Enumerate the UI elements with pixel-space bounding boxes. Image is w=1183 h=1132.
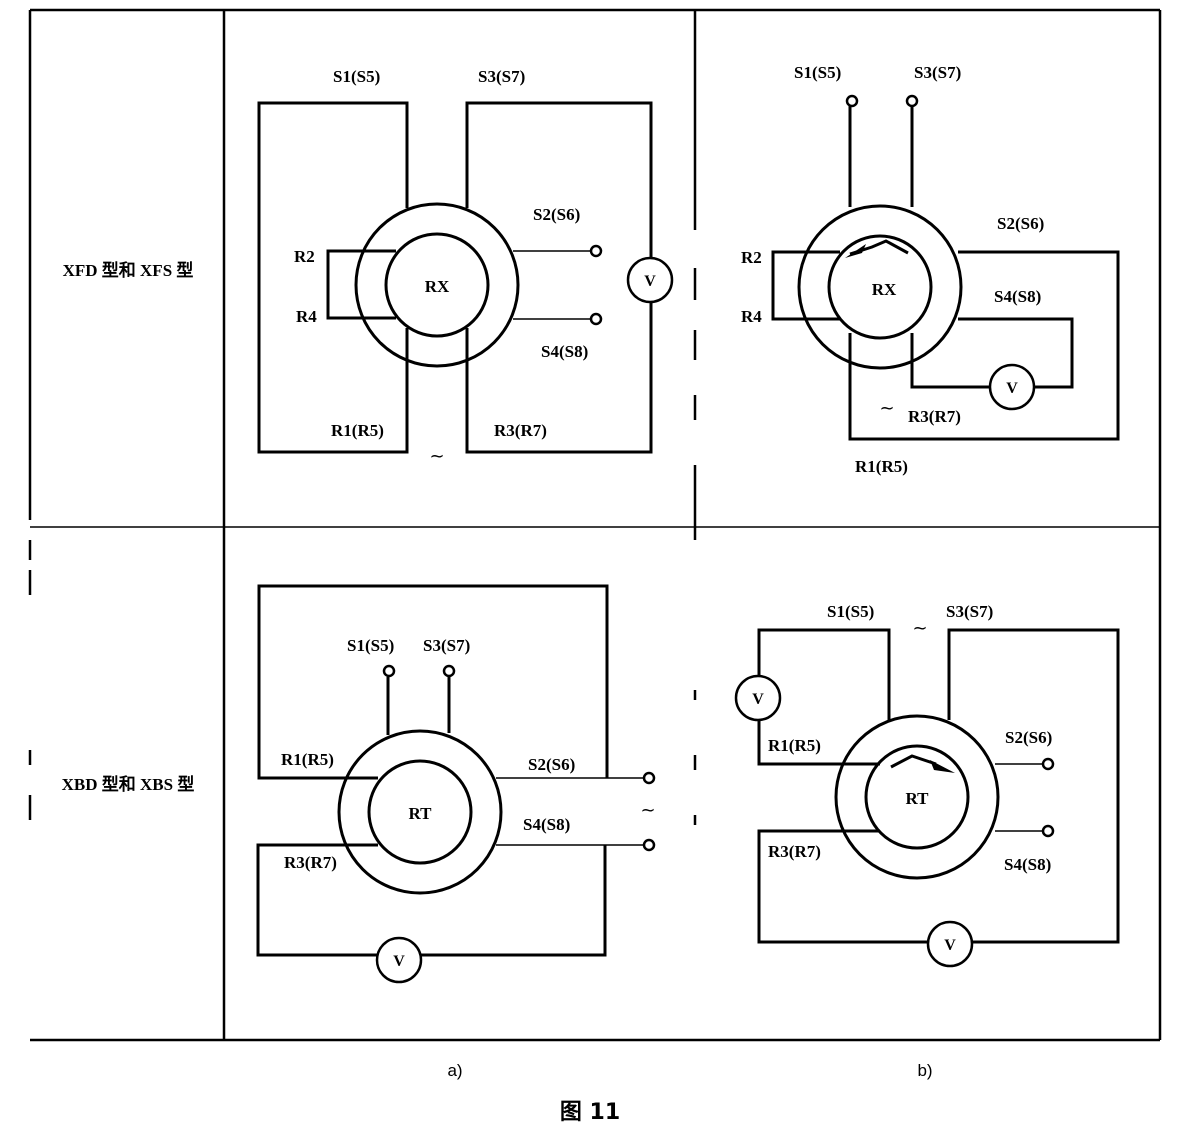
voltmeter-left [734, 674, 782, 722]
rotor-circle [827, 234, 933, 340]
label-s2: S2(S6) [533, 205, 580, 224]
label-s1: S1(S5) [794, 63, 841, 82]
terminal-s4 [1041, 824, 1055, 838]
terminal-s2 [589, 244, 603, 258]
wire-r2-r4-short [771, 250, 840, 321]
label-r3: R3(R7) [284, 853, 337, 872]
panel-top-b: RX V S1(S5) S3(S7) S2(S6) S4(S8) R2 R4 R… [741, 63, 1120, 476]
wire-meter-to-r3 [757, 829, 928, 944]
voltmeter [988, 363, 1036, 411]
rotor-circle [864, 744, 970, 850]
wire-meter-to-r3 [910, 333, 990, 389]
panel-bottom-a: RT V ~ S1(S5) S3(S7) S2(S6) S4(S8) R1(R5… [256, 584, 656, 984]
label-r2: R2 [294, 247, 315, 266]
wire-s3-to-meter [465, 101, 653, 258]
voltmeter-label: V [393, 953, 405, 970]
label-r1: R1(R5) [768, 736, 821, 755]
wire-s4-to-meter [958, 317, 1074, 389]
voltmeter-label: V [1006, 380, 1018, 397]
terminal-s4 [589, 312, 603, 326]
label-s4: S4(S8) [994, 287, 1041, 306]
terminal-s1 [845, 94, 859, 108]
label-s2: S2(S6) [528, 755, 575, 774]
figure-title: 图 11 [560, 1100, 620, 1125]
wire-meter-to-r1 [757, 720, 880, 766]
wire-r3-to-meter [256, 843, 378, 957]
label-r3: R3(R7) [768, 842, 821, 861]
voltmeter [626, 256, 674, 304]
terminal-s3 [905, 94, 919, 108]
rotor-label: RX [425, 277, 450, 296]
voltmeter-left-label: V [752, 691, 764, 708]
label-s3: S3(S7) [914, 63, 961, 82]
caption-b: b) [917, 1061, 932, 1080]
rotor-circle [384, 232, 490, 338]
label-s3: S3(S7) [423, 636, 470, 655]
rotor-label: RT [408, 804, 432, 823]
rotation-arrowhead-icon [930, 760, 955, 773]
label-s1: S1(S5) [347, 636, 394, 655]
rotor-circle [367, 759, 473, 865]
voltmeter [375, 936, 423, 984]
panel-top-a: RX V S1(S5) S3(S7) S2(S6) S4(S8) R2 R4 R… [257, 67, 674, 467]
caption-a: a) [447, 1061, 462, 1080]
rotor-label: RX [872, 280, 897, 299]
terminal-s2 [642, 771, 656, 785]
rotation-arrow [890, 754, 937, 769]
panel-bottom-b: RT V V ~ S1(S5) S3(S7) S2(S6) S4(S8) R1(… [734, 602, 1120, 968]
voltmeter-bottom [926, 920, 974, 968]
label-r4: R4 [741, 307, 762, 326]
wire-meter-to-r3 [465, 302, 653, 454]
terminal-s2 [1041, 757, 1055, 771]
label-s1: S1(S5) [333, 67, 380, 86]
stator-circle [337, 729, 503, 895]
label-s1: S1(S5) [827, 602, 874, 621]
terminal-s3 [442, 664, 456, 678]
label-r1: R1(R5) [331, 421, 384, 440]
label-s4: S4(S8) [541, 342, 588, 361]
stator-circle [797, 204, 963, 370]
rotation-arrowhead-icon [845, 244, 866, 258]
wire-s2-r1-loop [848, 250, 1120, 441]
wire-s1-to-meter [757, 628, 891, 720]
wire-s3-to-meter [947, 628, 1120, 944]
wire-meter-to-s4 [421, 845, 607, 957]
label-s3: S3(S7) [946, 602, 993, 621]
label-r1: R1(R5) [281, 750, 334, 769]
voltmeter-label: V [644, 273, 656, 290]
label-s2: S2(S6) [997, 214, 1044, 233]
ac-source-symbol: ~ [912, 618, 927, 639]
label-r3: R3(R7) [908, 407, 961, 426]
ac-source-symbol: ~ [879, 398, 894, 419]
terminal-s4 [642, 838, 656, 852]
rotor-label: RT [905, 789, 929, 808]
ac-source-symbol: ~ [429, 446, 444, 467]
label-r4: R4 [296, 307, 317, 326]
stator-circle [834, 714, 1000, 880]
label-r1: R1(R5) [855, 457, 908, 476]
wire-r1-s2-loop [257, 584, 609, 780]
table-frame [28, 8, 1162, 1042]
ac-source-symbol: ~ [640, 800, 655, 821]
label-s4: S4(S8) [1004, 855, 1051, 874]
label-s2: S2(S6) [1005, 728, 1052, 747]
row-label-xfd-xfs: XFD 型和 XFS 型 [63, 260, 194, 280]
label-r3: R3(R7) [494, 421, 547, 440]
label-s4: S4(S8) [523, 815, 570, 834]
label-s3: S3(S7) [478, 67, 525, 86]
wire-r2-r4-short [326, 249, 396, 320]
voltmeter-bottom-label: V [944, 937, 956, 954]
row-label-xbd-xbs: XBD 型和 XBS 型 [62, 774, 195, 794]
label-r2: R2 [741, 248, 762, 267]
wire-s1-r1-loop [257, 101, 409, 454]
terminal-s1 [382, 664, 396, 678]
stator-circle [354, 202, 520, 368]
